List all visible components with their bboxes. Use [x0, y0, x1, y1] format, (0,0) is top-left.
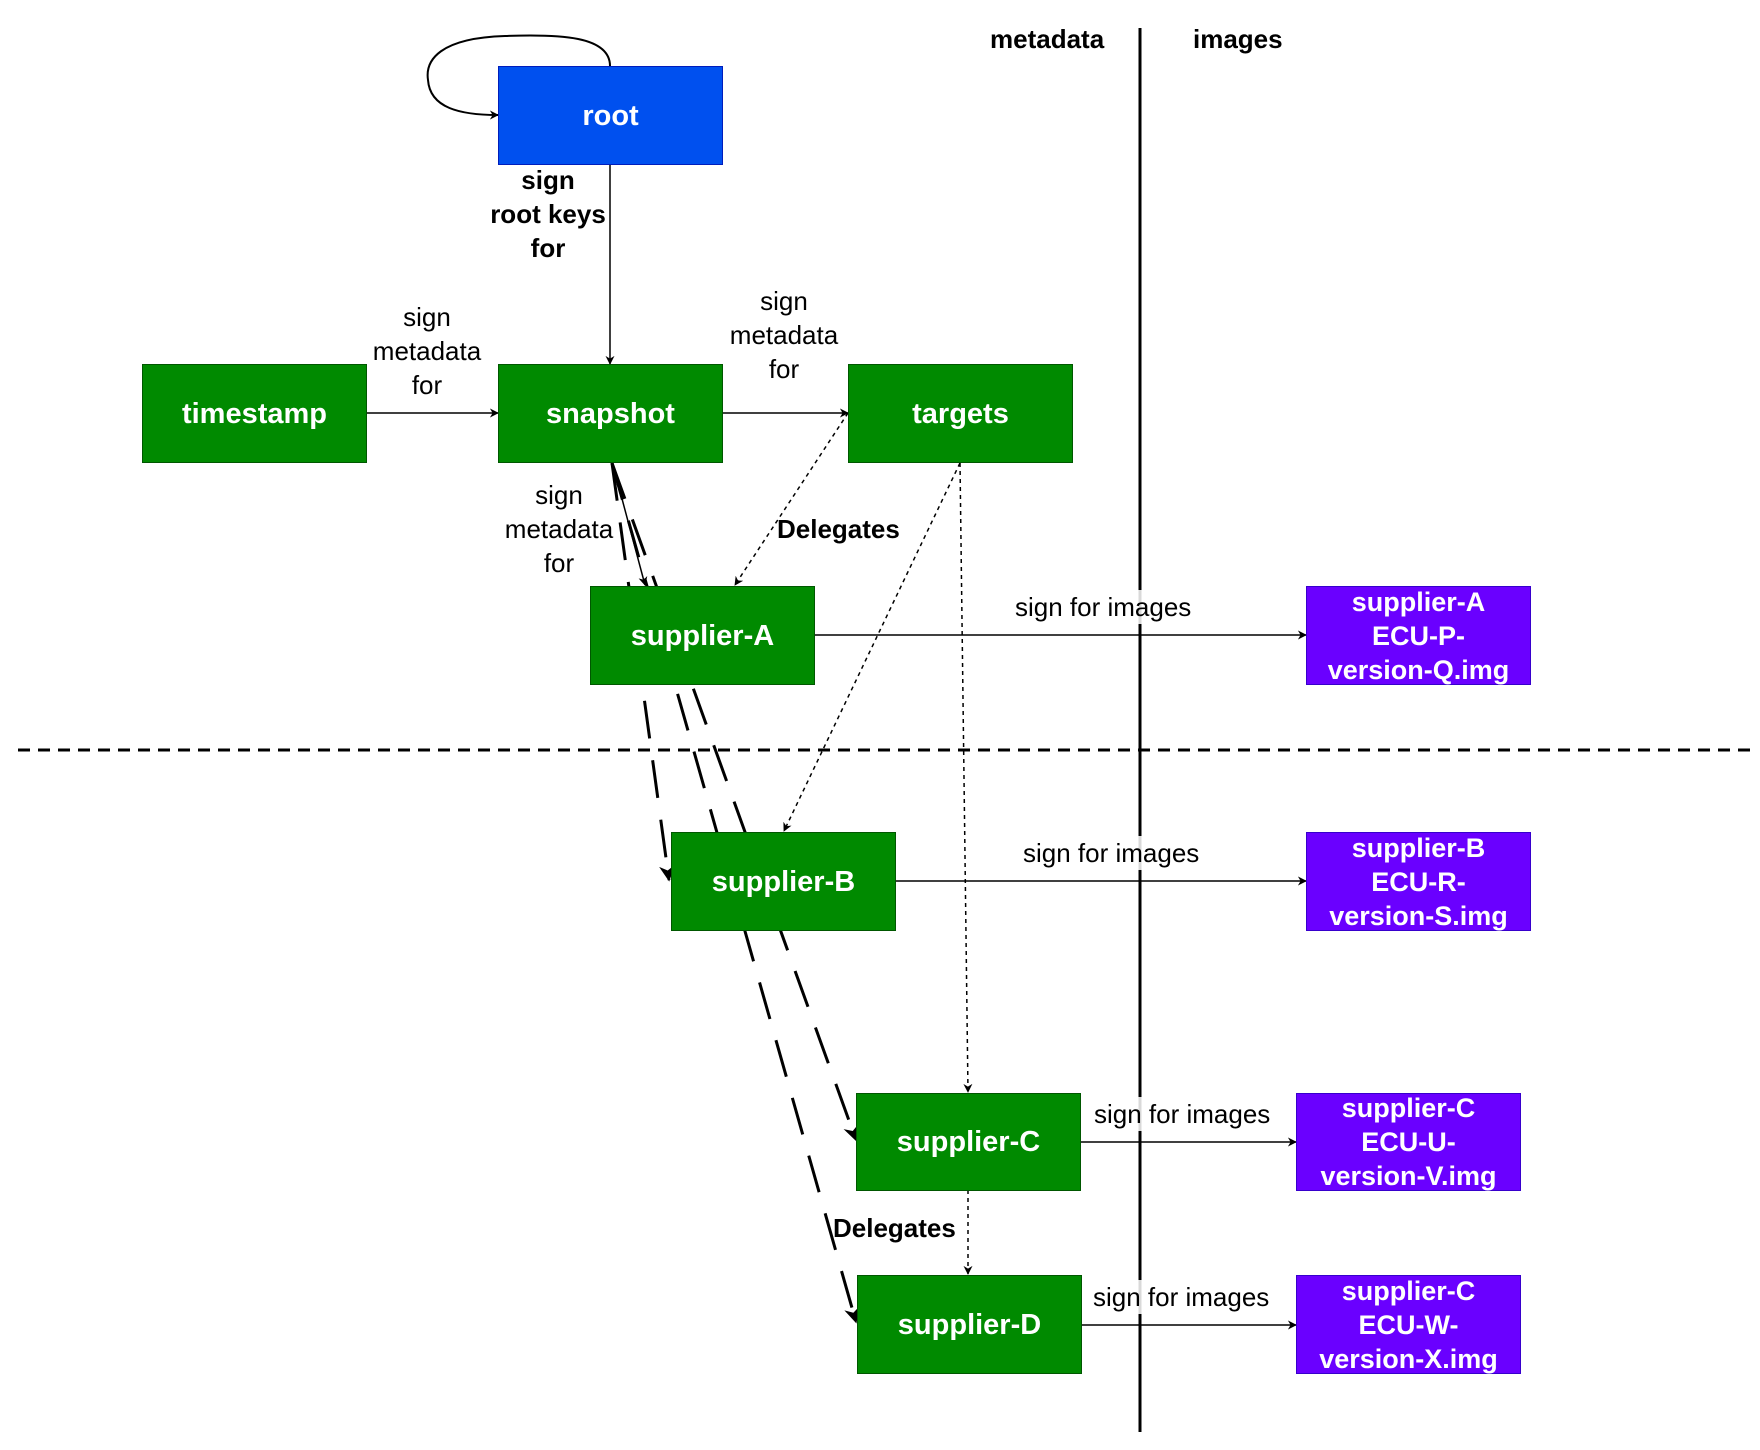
- header-metadata: metadata: [990, 24, 1105, 54]
- image-supplier-b[interactable]: supplier-B ECU-R- version-S.img: [1306, 832, 1531, 931]
- image-d-line-1: supplier-C: [1341, 1275, 1476, 1306]
- label-snapshot-targets-sign-line-1: sign: [760, 286, 808, 316]
- node-supplier-c[interactable]: supplier-C: [856, 1093, 1081, 1191]
- label-sign-images-b: sign for images: [1023, 836, 1200, 870]
- node-snapshot[interactable]: snapshot: [498, 364, 723, 463]
- edge-root-self: [426, 34, 611, 120]
- image-a-line-3: version-Q.img: [1327, 654, 1510, 685]
- node-supplier-b[interactable]: supplier-B: [671, 832, 896, 931]
- label-timestamp-sign: sign metadata for: [366, 300, 488, 402]
- label-sign-images-d: sign for images: [1093, 1280, 1270, 1314]
- label-timestamp-sign-line-3: for: [411, 370, 443, 400]
- image-d-line-3: version-X.img: [1319, 1343, 1498, 1374]
- label-snapshot-targets-sign-line-2: metadata: [729, 320, 839, 350]
- node-root[interactable]: root: [498, 66, 723, 165]
- node-timestamp[interactable]: timestamp: [142, 364, 367, 463]
- image-supplier-c[interactable]: supplier-C ECU-U- version-V.img: [1296, 1093, 1521, 1191]
- label-root-sign-line-1: sign: [521, 165, 575, 195]
- node-supplier-d[interactable]: supplier-D: [857, 1275, 1082, 1374]
- edge-targets-supplier-a: [734, 412, 849, 586]
- label-timestamp-sign-line-1: sign: [403, 302, 451, 332]
- label-sign-images-c: sign for images: [1094, 1097, 1271, 1131]
- label-snapshot-suppliers-sign-line-2: metadata: [504, 514, 614, 544]
- image-supplier-d[interactable]: supplier-C ECU-W- version-X.img: [1296, 1275, 1521, 1374]
- image-c-line-3: version-V.img: [1320, 1161, 1497, 1191]
- image-b-line-2: ECU-R-: [1371, 866, 1466, 897]
- label-root-sign-line-3: for: [530, 233, 566, 263]
- node-supplier-a[interactable]: supplier-A: [590, 586, 815, 685]
- header-images: images: [1193, 24, 1283, 54]
- image-a-line-2: ECU-P-: [1372, 620, 1465, 651]
- node-targets[interactable]: targets: [848, 364, 1073, 463]
- label-timestamp-sign-line-2: metadata: [372, 336, 482, 366]
- image-b-line-1: supplier-B: [1351, 832, 1486, 863]
- label-snapshot-targets-sign-line-3: for: [768, 354, 800, 384]
- label-snapshot-suppliers-sign-line-1: sign: [535, 480, 583, 510]
- image-c-line-2: ECU-U-: [1361, 1127, 1456, 1157]
- image-a-line-1: supplier-A: [1351, 586, 1486, 617]
- label-snapshot-suppliers-sign: sign metadata for: [498, 478, 620, 580]
- image-supplier-a[interactable]: supplier-A ECU-P- version-Q.img: [1306, 586, 1531, 685]
- edge-snapshot-supplier-c: [610, 462, 859, 1142]
- label-root-sign: sign root keys for: [483, 163, 613, 265]
- image-c-line-1: supplier-C: [1341, 1093, 1476, 1123]
- edge-targets-supplier-c: [959, 462, 973, 1093]
- label-snapshot-suppliers-sign-line-3: for: [543, 548, 575, 578]
- label-delegates-supplier-c: Delegates: [833, 1213, 956, 1243]
- image-b-line-3: version-S.img: [1329, 900, 1508, 931]
- image-d-line-2: ECU-W-: [1358, 1309, 1459, 1340]
- label-root-sign-line-2: root keys: [490, 199, 606, 229]
- edge-targets-supplier-b: [783, 462, 961, 832]
- label-delegates-targets: Delegates: [777, 514, 900, 544]
- label-snapshot-targets-sign: sign metadata for: [723, 284, 845, 386]
- label-sign-images-a: sign for images: [1015, 590, 1192, 624]
